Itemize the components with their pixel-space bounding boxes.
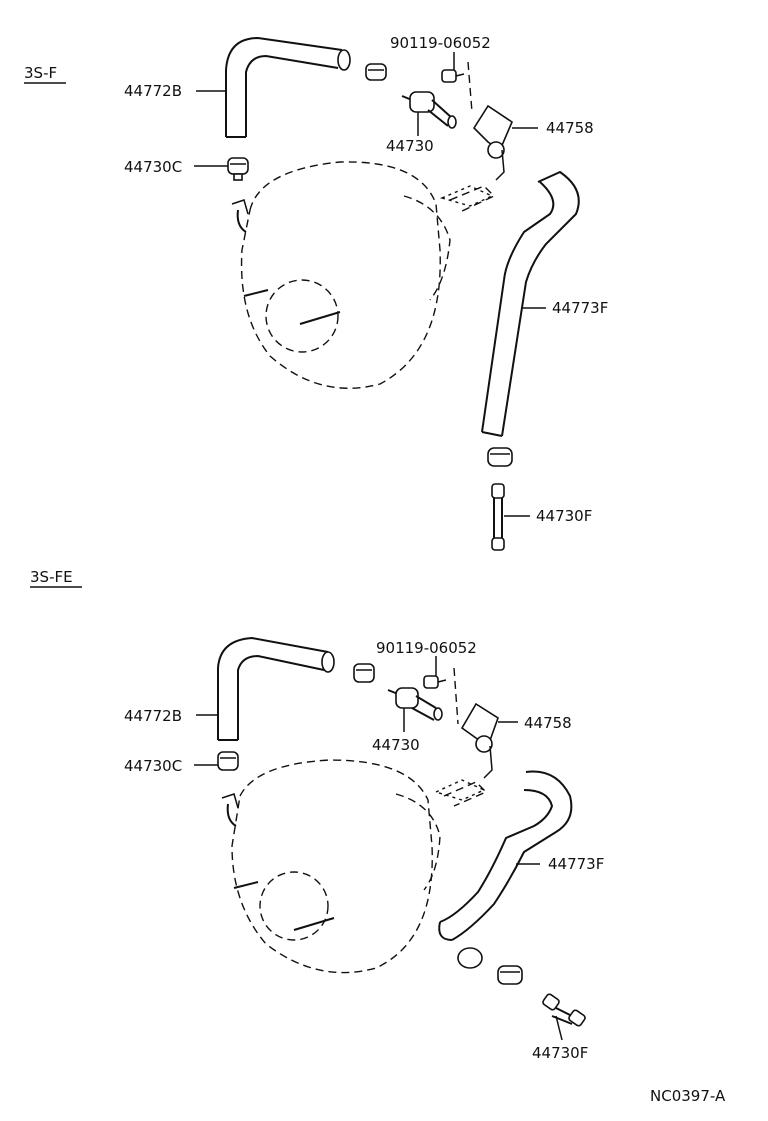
brake-booster-drawing <box>231 161 496 389</box>
union-drawing <box>491 483 505 551</box>
hose-upper-drawing <box>217 636 335 741</box>
part-label-hose-main: 44773F <box>548 855 604 873</box>
lower-clip-drawing <box>487 447 513 467</box>
check-valve-drawing <box>401 91 457 129</box>
engine-label: 3S-F <box>24 64 57 82</box>
part-label-check-valve: 44730 <box>372 736 420 754</box>
engine-label: 3S-FE <box>30 568 73 586</box>
part-label-bolt: 90119-06052 <box>376 639 477 657</box>
hose-upper-drawing <box>225 36 351 138</box>
hose-clip-drawing <box>365 63 387 81</box>
part-label-clip: 44730C <box>124 757 182 775</box>
dashed-guide <box>467 61 473 113</box>
lower-clip-drawing <box>497 965 523 985</box>
part-label-bolt: 90119-06052 <box>390 34 491 52</box>
part-label-bracket: 44758 <box>524 714 572 732</box>
part-label-clip: 44730C <box>124 158 182 176</box>
hose-main-drawing <box>438 770 573 969</box>
check-valve-drawing <box>387 687 443 721</box>
part-label-union: 44730F <box>532 1044 588 1062</box>
part-label-hose-upper: 44772B <box>124 707 182 725</box>
dashed-guide <box>453 667 459 725</box>
part-label-check-valve: 44730 <box>386 137 434 155</box>
drawing-code: NC0397-A <box>650 1087 726 1105</box>
clip-drawing <box>227 157 249 181</box>
section-3s-fe: 3S-FE 44772B 44730C 90119-06052 <box>30 568 604 1062</box>
leader-line <box>555 1015 563 1041</box>
section-3s-f: 3S-F 44772B 44730C 90119-06 <box>24 34 608 551</box>
clip-drawing <box>217 751 239 771</box>
part-label-hose-main: 44773F <box>552 299 608 317</box>
hose-main-drawing <box>481 170 580 437</box>
hose-clip-drawing <box>353 663 375 683</box>
bolt-drawing <box>441 69 465 83</box>
part-label-bracket: 44758 <box>546 119 594 137</box>
union-drawing <box>542 993 586 1027</box>
bracket-drawing <box>472 104 513 181</box>
bracket-drawing <box>460 702 499 779</box>
bolt-drawing <box>423 675 447 689</box>
brake-booster-drawing <box>221 759 488 974</box>
part-label-union: 44730F <box>536 507 592 525</box>
part-label-hose-upper: 44772B <box>124 82 182 100</box>
